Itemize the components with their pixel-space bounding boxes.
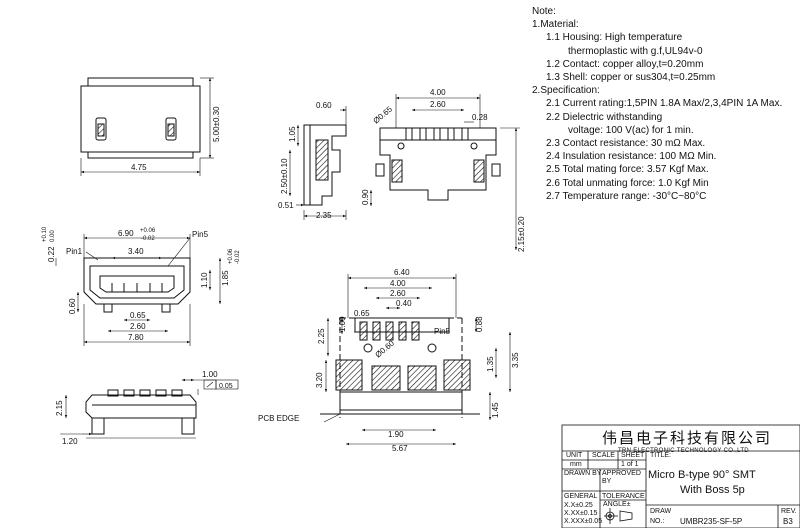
unit-label: UNIT: [566, 452, 583, 459]
dim-fp-567: 5.67: [392, 444, 408, 453]
dim-fp-320: 3.20: [315, 372, 324, 388]
dim-front-260: 2.60: [130, 322, 146, 331]
spec-2-7: 2.7 Temperature range: -30°C~80°C: [546, 190, 707, 202]
dim-front-690-minus: -0.02: [141, 236, 155, 242]
angle-label: ANGLE±: [603, 501, 631, 508]
dim-top-width: 4.75: [131, 163, 147, 172]
label-front-pin5: Pin5: [192, 230, 209, 239]
dim-front-185-plus: +0.06: [228, 248, 234, 264]
spec-2-6: 2.6 Total unmating force: 1.0 Kgf Min: [546, 177, 709, 189]
general-label: GENERAL: [564, 493, 598, 500]
tolerance-label: TOLERANCE: [602, 493, 645, 500]
material-1-2: 1.2 Contact: copper alloy,t=0.20mm: [546, 58, 704, 70]
dim-front-022-minus: 0.00: [50, 230, 56, 242]
label-fp-pin5: Pin5: [434, 327, 451, 336]
bottom-side-view: [60, 378, 239, 439]
tolerance-2: X.XX±0.15: [564, 510, 598, 517]
dim-side-105: 1.05: [288, 126, 297, 142]
spec-2-2-cont: voltage: 100 V(ac) for 1 min.: [568, 124, 694, 136]
drawing-title-line2: With Boss 5p: [680, 484, 745, 496]
dim-rear-400: 4.00: [430, 88, 446, 97]
spec-2-4: 2.4 Insulation resistance: 100 MΩ Min.: [546, 151, 717, 163]
label-pcb-edge: PCB EDGE: [258, 414, 299, 423]
dim-fp-640: 6.40: [394, 268, 410, 277]
draw-label: DRAW: [650, 508, 672, 515]
dim-fp-335: 3.35: [511, 352, 520, 368]
spec-2-3: 2.3 Contact resistance: 30 mΩ Max.: [546, 138, 706, 150]
dim-front-185: 1.85: [221, 270, 230, 286]
sheet-value: 1 of 1: [621, 461, 639, 468]
dim-front-185-minus: -0.02: [235, 250, 241, 264]
sheet-label: SHEET: [621, 452, 645, 459]
dim-fp-400: 4.00: [390, 279, 406, 288]
unit-value: mm: [570, 461, 582, 468]
dim-fp-145: 1.45: [491, 402, 500, 418]
rev-value: B3: [783, 517, 793, 526]
material-1-1: 1.1 Housing: High temperature: [546, 32, 683, 44]
dim-front-065: 0.65: [130, 311, 146, 320]
title-block-frame: [561, 424, 800, 528]
dim-rear-090: 0.90: [361, 189, 370, 205]
company-name-cn: 伟昌电子科技有限公司: [602, 429, 773, 447]
tolerance-1: X.X±0.25: [564, 502, 593, 509]
dim-front-022-plus: +0.10: [42, 226, 48, 242]
dim-fp-040: 0.40: [396, 299, 412, 308]
drawn-by-label: DRAWN BY: [564, 470, 602, 477]
dim-side-250: 2.50±0.10: [280, 158, 289, 194]
dim-bottom-100: 1.00: [202, 370, 218, 379]
spec-2-1: 2.1 Current rating:1,5PIN 1.8A Max/2,3,4…: [546, 98, 783, 110]
dim-fp-phi: Ø0.60: [374, 338, 397, 359]
material-1-3: 1.3 Shell: copper or sus304,t=0.25mm: [546, 72, 716, 84]
dim-fp-100: 1.00: [338, 316, 347, 332]
dim-front-060: 0.60: [68, 298, 77, 314]
approved-by-label: APPROVED BY: [602, 470, 641, 485]
scale-label: SCALE: [592, 452, 615, 459]
dim-front-340: 3.40: [128, 247, 144, 256]
tolerance-3: X.XXX±0.05: [564, 518, 603, 525]
dim-bottom-120: 1.20: [62, 437, 78, 446]
dim-fp-065: 0.65: [354, 309, 370, 318]
dim-rear-215: 2.15±0.20: [517, 216, 526, 252]
dim-bottom-flatness: 0.05: [219, 383, 233, 390]
dim-fp-225: 2.25: [317, 328, 326, 344]
drawing-title-line1: Micro B-type 90° SMT: [648, 469, 756, 481]
spec-2-2: 2.2 Dielectric withstanding: [546, 111, 663, 123]
front-view: [55, 234, 222, 346]
rev-label: REV.: [781, 508, 797, 515]
draw-number: UMBR235-SF-5P: [680, 517, 743, 526]
spec-heading: 2.Specification:: [532, 85, 600, 97]
dim-front-690-plus: +0.06: [140, 228, 156, 234]
dim-side-060: 0.60: [316, 101, 332, 110]
dim-front-780: 7.80: [128, 333, 144, 342]
dim-rear-260: 2.60: [430, 100, 446, 109]
dim-front-110: 1.10: [200, 272, 209, 288]
spec-2-5: 2.5 Total mating force: 3.57 Kgf Max.: [546, 164, 709, 176]
top-view: [80, 77, 214, 176]
dim-rear-028: 0.28: [472, 113, 488, 122]
dim-fp-190: 1.90: [388, 430, 404, 439]
dim-front-022: 0.22: [47, 246, 56, 262]
material-heading: 1.Material:: [532, 19, 579, 31]
side-view: [288, 106, 347, 220]
dim-side-051: 0.51: [278, 201, 294, 210]
dim-fp-260: 2.60: [390, 289, 406, 298]
draw-no-label: NO.:: [650, 518, 665, 525]
title-block: 伟昌电子科技有限公司 TRN ELECTRONIC TECHNOLOGY CO.…: [562, 425, 800, 528]
label-front-pin1: Pin1: [66, 247, 83, 256]
dim-fp-135: 1.35: [486, 356, 495, 372]
notes-heading: Note:: [532, 6, 556, 17]
company-name-en: TRN ELECTRONIC TECHNOLOGY CO.,LTD: [618, 448, 749, 454]
dim-side-235: 2.35: [316, 211, 332, 220]
notes-panel: Note: 1.Material: 1.1 Housing: High temp…: [532, 5, 782, 203]
footprint-view: [320, 274, 512, 446]
material-1-1-cont: thermoplastic with g.f,UL94v-0: [568, 45, 703, 57]
dim-fp-088: 0.88: [475, 316, 484, 332]
title-label: TITLE:: [650, 452, 672, 459]
dim-front-690: 6.90: [118, 229, 134, 238]
dim-rear-phi065: Ø0.65: [372, 104, 395, 125]
rear-view: [369, 94, 520, 250]
dim-top-height: 5.00±0.30: [212, 106, 221, 142]
dim-bottom-215: 2.15: [55, 400, 64, 416]
